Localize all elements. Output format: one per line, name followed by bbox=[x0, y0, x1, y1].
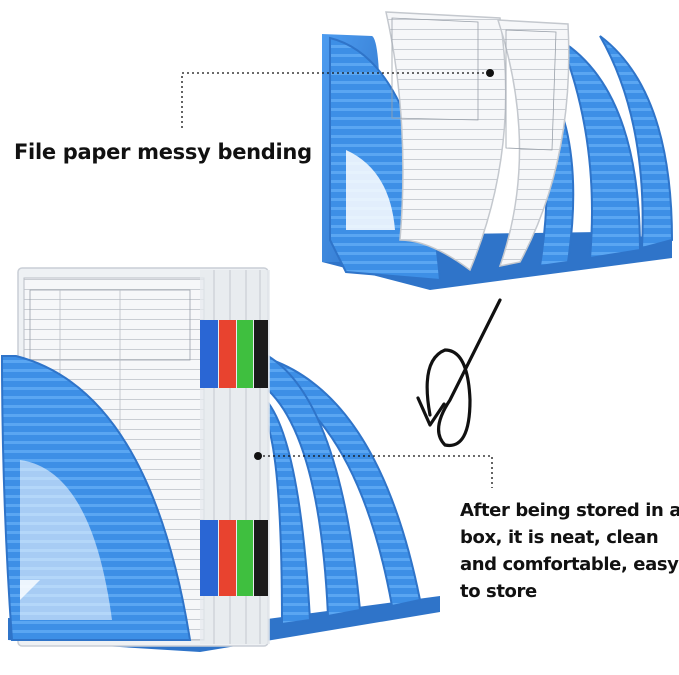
top-divider-2 bbox=[599, 35, 674, 250]
caption-neat-line-2: box, it is neat, clean bbox=[460, 527, 659, 548]
tab-red-upper bbox=[219, 320, 236, 388]
tab-green-lower bbox=[237, 520, 253, 596]
arrow-head bbox=[416, 396, 446, 427]
bottom-leader-dot bbox=[254, 452, 262, 460]
tab-blue-upper bbox=[200, 320, 218, 388]
caption-neat-line-4: to store bbox=[460, 581, 537, 602]
tab-black-lower bbox=[254, 520, 268, 596]
tab-green-upper bbox=[237, 320, 253, 388]
bottom-organizer bbox=[0, 267, 440, 652]
tab-black-upper bbox=[254, 320, 268, 388]
tab-red-lower bbox=[219, 520, 236, 596]
caption-neat-line-3: and comfortable, easy bbox=[460, 554, 679, 575]
tab-blue-lower bbox=[200, 520, 218, 596]
bottom-divider-3 bbox=[265, 397, 312, 626]
bottom-divider-2 bbox=[267, 354, 362, 618]
top-organizer bbox=[322, 11, 674, 290]
top-paper-1 bbox=[385, 11, 507, 272]
caption-messy: File paper messy bending bbox=[14, 140, 312, 164]
top-divider-1 bbox=[557, 37, 642, 260]
curl-arrow bbox=[425, 298, 502, 448]
top-leader-dot bbox=[486, 69, 494, 77]
panel-cutout bbox=[20, 460, 112, 620]
caption-neat-line-1: After being stored in a bbox=[460, 500, 679, 521]
top-paper-2 bbox=[496, 19, 570, 267]
top-leader-line bbox=[181, 72, 490, 128]
bottom-leader-line bbox=[258, 455, 493, 488]
caption-neat: After being stored in a box, it is neat,… bbox=[460, 497, 679, 605]
